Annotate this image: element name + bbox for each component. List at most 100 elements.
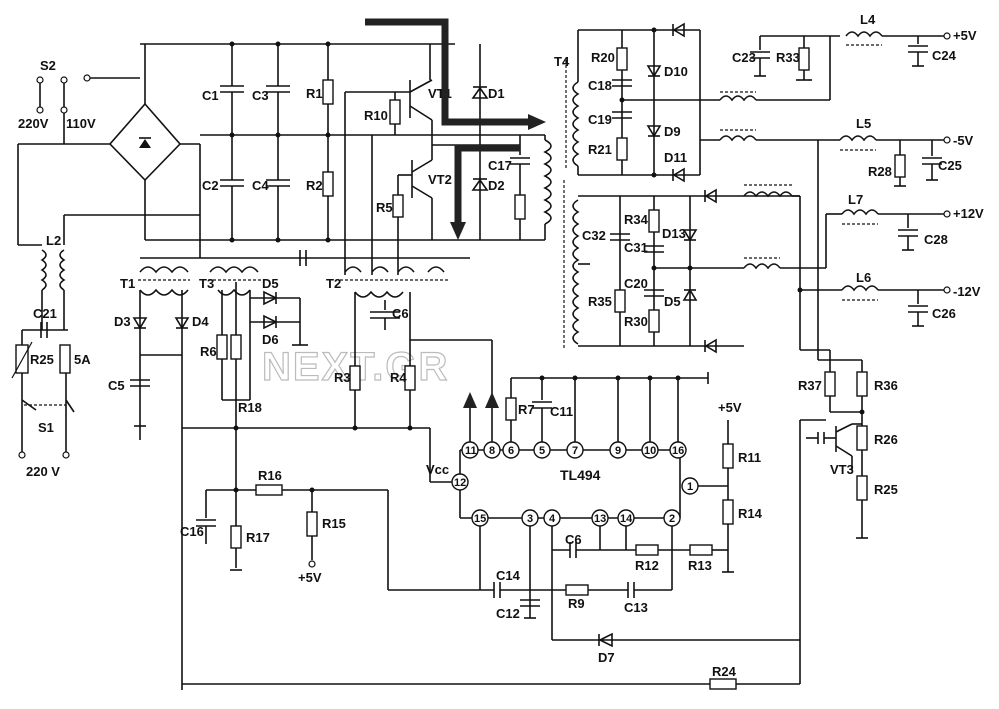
fuse-label: 5A <box>74 352 91 367</box>
d5b-label: D5 <box>664 294 681 309</box>
tl494-controller <box>387 372 800 648</box>
r18-label: R18 <box>238 400 262 415</box>
t2-label: T2 <box>326 276 341 291</box>
r1-label: R1 <box>306 86 323 101</box>
vt2-label: VT2 <box>428 172 452 187</box>
d13-label: D13 <box>662 226 686 241</box>
pin-8: 8 <box>489 445 495 457</box>
pin-3: 3 <box>527 513 533 525</box>
out-p5: +5V <box>953 28 977 43</box>
out-m12: -12V <box>953 284 981 299</box>
c4-label: C4 <box>252 178 269 193</box>
c25-label: C25 <box>938 158 962 173</box>
c13-label: C13 <box>624 600 648 615</box>
d3-label: D3 <box>114 314 131 329</box>
r26-label: R26 <box>874 432 898 447</box>
l7-label: L7 <box>848 192 863 207</box>
t4-label: T4 <box>554 54 570 69</box>
c2-label: C2 <box>202 178 219 193</box>
r30-label: R30 <box>624 314 648 329</box>
v220-label: 220V <box>18 116 49 131</box>
pin-13: 13 <box>594 513 606 525</box>
r34-label: R34 <box>624 212 649 227</box>
r33-label: R33 <box>776 50 800 65</box>
r25b-label: R25 <box>874 482 898 497</box>
mains-label: 220 V <box>26 464 60 479</box>
ic-name: TL494 <box>560 467 601 483</box>
c19-label: C19 <box>588 112 612 127</box>
d6-label: D6 <box>262 332 279 347</box>
r4-label: R4 <box>390 370 407 385</box>
c31-label: C31 <box>624 240 648 255</box>
bulk-capacitors <box>140 41 545 243</box>
c28-label: C28 <box>924 232 948 247</box>
s1-label: S1 <box>38 420 54 435</box>
s2-label: S2 <box>40 58 56 73</box>
c11-label: C11 <box>550 404 573 419</box>
c17-label: C17 <box>488 158 512 173</box>
c24-label: C24 <box>932 48 957 63</box>
output-transformer-t4 <box>563 22 951 539</box>
pin-16: 16 <box>672 445 684 457</box>
c32-label: C32 <box>582 228 606 243</box>
pin-15: 15 <box>474 513 486 525</box>
l4-label: L4 <box>860 12 876 27</box>
d11-label: D11 <box>664 150 687 165</box>
r35-label: R35 <box>588 294 612 309</box>
r10-label: R10 <box>364 108 388 123</box>
c18-label: C18 <box>588 78 612 93</box>
r3-label: R3 <box>334 370 351 385</box>
vcc-label: Vcc <box>426 462 449 477</box>
pin-11: 11 <box>465 445 477 457</box>
r7-label: R7 <box>518 402 535 417</box>
vt3-label: VT3 <box>830 462 854 477</box>
pin-1: 1 <box>687 481 693 493</box>
pin-7: 7 <box>572 445 578 457</box>
l5-label: L5 <box>856 116 871 131</box>
out-p12: +12V <box>953 206 984 221</box>
r15-supply: +5V <box>298 570 322 585</box>
r11-label: R11 <box>738 450 761 465</box>
soft-start-network <box>182 420 801 690</box>
c20-label: C20 <box>624 276 648 291</box>
d5a-label: D5 <box>262 276 279 291</box>
d7-label: D7 <box>598 650 615 665</box>
d1-label: D1 <box>488 86 505 101</box>
r28-label: R28 <box>868 164 892 179</box>
r5-label: R5 <box>376 200 393 215</box>
v110-label: 110V <box>66 116 96 131</box>
pin-2: 2 <box>669 513 675 525</box>
c6b-label: C6 <box>565 532 582 547</box>
pin-6: 6 <box>508 445 514 457</box>
l6-label: L6 <box>856 270 871 285</box>
current-flow-arrows <box>365 18 546 240</box>
pin-10: 10 <box>644 445 656 457</box>
pin-12: 12 <box>454 477 466 489</box>
r37-label: R37 <box>798 378 822 393</box>
r16-label: R16 <box>258 468 282 483</box>
r14-label: R14 <box>738 506 763 521</box>
out-m5: -5V <box>953 133 974 148</box>
d2-label: D2 <box>488 178 505 193</box>
c5-label: C5 <box>108 378 125 393</box>
r24-label: R24 <box>712 664 737 679</box>
l2-label: L2 <box>46 233 61 248</box>
r9-label: R9 <box>568 596 585 611</box>
c3-label: C3 <box>252 88 269 103</box>
bridge-rectifier <box>108 44 182 240</box>
r13-label: R13 <box>688 558 712 573</box>
r36-label: R36 <box>874 378 898 393</box>
drive-transformers <box>130 215 493 690</box>
pin-9: 9 <box>615 445 621 457</box>
c21-label: C21 <box>33 306 57 321</box>
c26-label: C26 <box>932 306 956 321</box>
r12-label: R12 <box>635 558 659 573</box>
r6-label: R6 <box>200 344 217 359</box>
t3-label: T3 <box>199 276 214 291</box>
d4-label: D4 <box>192 314 209 329</box>
r15-label: R15 <box>322 516 346 531</box>
r2-label: R2 <box>306 178 323 193</box>
c6a-label: C6 <box>392 306 409 321</box>
c16-label: C16 <box>180 524 204 539</box>
